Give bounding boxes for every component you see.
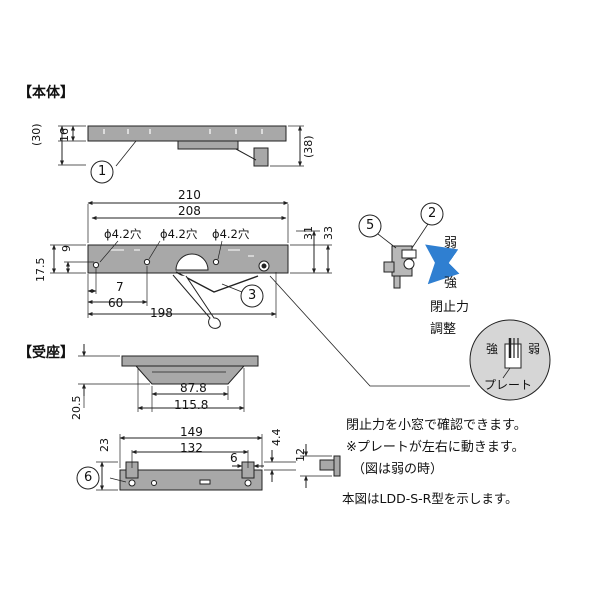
note-2: ※プレートが左右に動きます。 [346,440,525,455]
section-receiver-heading: 【受座】 [18,345,74,361]
callout-1: 1 [98,164,107,179]
dim-38: (38) [302,135,315,158]
dim-149: 149 [180,425,203,439]
dim-6: 6 [230,451,238,465]
callout-1-circle [90,160,114,184]
hole-label-2: ϕ4.2穴 [160,227,198,241]
callout-2-circle [420,202,444,226]
dim-23: 23 [98,438,111,452]
dim-31: 31 [302,226,315,240]
zoom-strong-label: 強 [486,342,499,356]
dim-210: 210 [178,188,201,202]
dim-16: 16 [58,128,71,142]
adjuster-title-line2: 調整 [430,322,457,337]
adjuster-strong-label: 強 [444,276,458,291]
callout-3: 3 [248,288,257,303]
dim-60: 60 [108,296,124,310]
callout-6-circle [76,466,100,490]
dim-17-5: 17.5 [34,257,47,283]
callout-6: 6 [84,470,93,485]
receiver-end-view [300,444,341,488]
section-body-heading: 【本体】 [18,85,74,101]
dim-87-8: 87.8 [180,381,207,395]
callout-2: 2 [428,206,437,221]
dim-7: 7 [116,280,124,294]
dim-20-5: 20.5 [70,395,83,421]
note-1: 閉止力を小窓で確認できます。 [346,418,527,433]
note-4: 本図はLDD-S-R型を示します。 [342,491,518,506]
dim-4-4: 4.4 [270,428,283,447]
callout-5: 5 [366,218,375,233]
dim-33: 33 [322,226,335,240]
callout-5-circle [358,214,382,238]
callout-3-circle [240,284,264,308]
receiver-top-view [96,434,296,491]
hole-label-3: ϕ4.2穴 [212,227,250,241]
dim-115-8: 115.8 [174,398,209,412]
dim-132: 132 [180,441,203,455]
callout-circles [76,160,444,490]
note-3: （図は弱の時） [352,462,444,477]
dim-9: 9 [60,245,73,252]
adjuster-title-line1: 閉止力 [430,300,470,315]
dim-30: (30) [30,123,43,146]
receiver-side-view [78,344,259,412]
adjuster-detail [377,223,460,289]
dim-208: 208 [178,204,201,218]
hole-label-1: ϕ4.2穴 [104,227,142,241]
dim-12: 12 [294,448,307,462]
plate-zoom [469,319,551,401]
zoom-plate-label: プレート [484,378,533,392]
body-top-view [50,201,470,387]
body-side-view [58,125,304,167]
zoom-weak-label: 弱 [528,342,541,356]
dim-198: 198 [150,306,173,320]
adjuster-weak-label: 弱 [444,236,458,251]
